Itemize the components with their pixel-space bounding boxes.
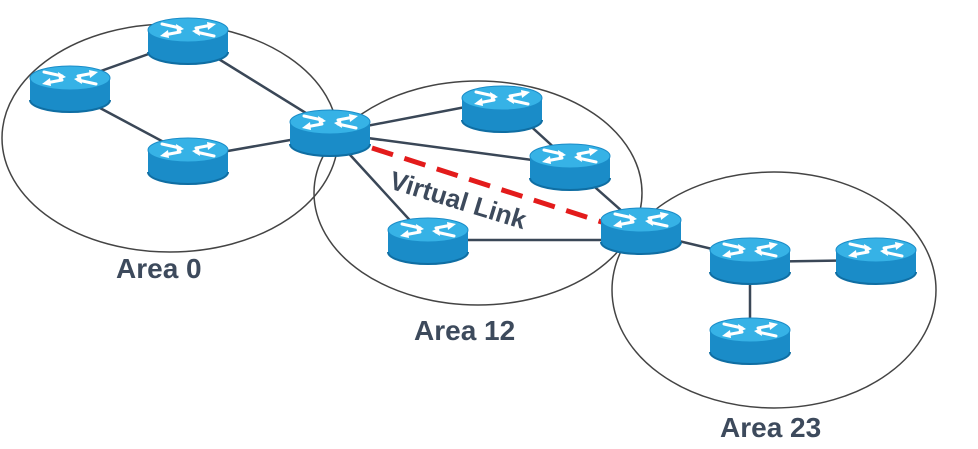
router-icon — [599, 206, 683, 256]
area-23-boundary — [611, 171, 937, 409]
router-icon — [146, 16, 230, 66]
router-icon — [708, 316, 792, 366]
router-icon — [386, 216, 470, 266]
area-23-label: Area 23 — [720, 412, 821, 443]
router-icon — [834, 236, 918, 286]
router-icon — [528, 142, 612, 192]
router-icon — [146, 136, 230, 186]
router-icon — [708, 236, 792, 286]
area-12-boundary — [313, 80, 643, 306]
virtual-link-line — [371, 145, 609, 227]
router-icon — [460, 84, 544, 134]
router-icon — [288, 108, 372, 158]
router-icon — [28, 64, 112, 114]
area-0-label: Area 0 — [116, 253, 202, 284]
area-12-label: Area 12 — [414, 315, 515, 346]
